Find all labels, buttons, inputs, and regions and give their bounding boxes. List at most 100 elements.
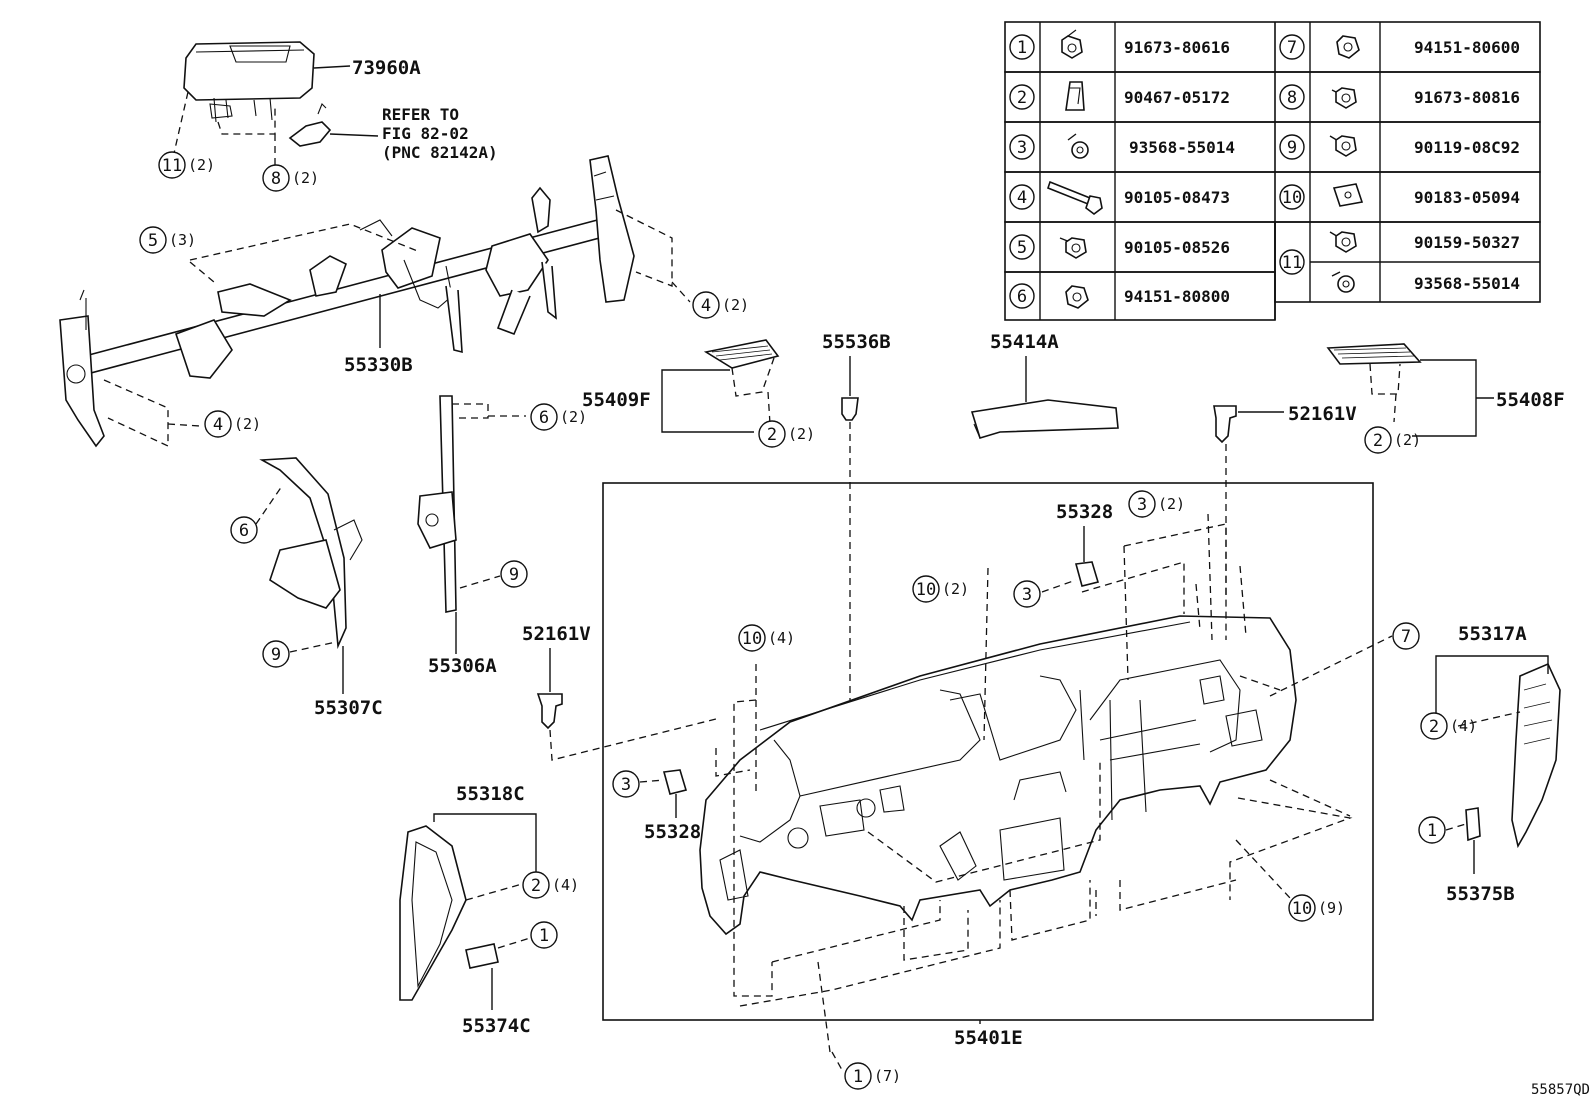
long-bolt-icon: [1047, 180, 1103, 215]
part-label-52161V-left: 52161V: [522, 623, 591, 645]
table-part-number: 91673-80816: [1414, 88, 1520, 107]
callout: 1(7): [844, 1062, 901, 1090]
callout: 1: [530, 921, 558, 949]
svg-text:(4): (4): [552, 876, 579, 894]
table-part-number: 94151-80800: [1124, 287, 1230, 306]
callout: 3: [1013, 580, 1041, 608]
table-row-number: 7: [1287, 38, 1297, 58]
leader-line: [289, 641, 337, 653]
part-label-55409F: 55409F: [582, 389, 651, 411]
svg-text:(2): (2): [1158, 495, 1185, 513]
leader-line: [189, 261, 215, 283]
table-row: 1 91673-80616: [1009, 29, 1230, 60]
svg-text:2: 2: [1373, 431, 1383, 451]
part-label-55306A: 55306A: [428, 655, 497, 677]
flange-bolt-icon: [1331, 87, 1357, 109]
callout: 2(2): [758, 420, 815, 448]
flange-bolt-icon: [1059, 237, 1087, 259]
leader-line: [189, 223, 421, 261]
callout: 7: [1392, 622, 1420, 650]
svg-text:(2): (2): [722, 296, 749, 314]
table-row: 8 91673-80816: [1279, 84, 1520, 110]
table-part-number: 90183-05094: [1414, 188, 1520, 207]
clip-nut-icon: [1332, 183, 1364, 207]
part-label-55330B: 55330B: [344, 354, 413, 376]
svg-text:10: 10: [916, 580, 936, 600]
leader-bracket: [661, 369, 754, 433]
callout: 9: [262, 640, 290, 668]
part-label-52161V-right: 52161V: [1288, 403, 1357, 425]
table-row-number: 2: [1017, 88, 1027, 108]
svg-text:9: 9: [271, 645, 281, 665]
svg-text:9: 9: [509, 565, 519, 585]
part-label-55375B: 55375B: [1446, 883, 1515, 905]
callout: 3 (2): [1128, 490, 1185, 518]
table-part-number: 91673-80616: [1124, 38, 1230, 57]
svg-text:1: 1: [539, 926, 549, 946]
leader-line: [167, 423, 201, 427]
callout: 10 (2): [912, 575, 969, 603]
defroster-vent-55408F: [1326, 343, 1422, 423]
svg-text:4: 4: [213, 415, 223, 435]
screw-icon: [1331, 271, 1355, 293]
svg-text:10: 10: [742, 629, 762, 649]
table-row: 3 93568-55014: [1009, 133, 1235, 160]
svg-text:11: 11: [162, 156, 182, 176]
table-part-number: 94151-80600: [1414, 38, 1520, 57]
svg-text:7: 7: [1401, 627, 1411, 647]
table-part-number: 90467-05172: [1124, 88, 1230, 107]
leader-line: [255, 485, 283, 525]
table-part-number: 90159-50327: [1414, 233, 1520, 252]
part-label-55536B: 55536B: [822, 331, 891, 353]
fastener-table: 1 91673-80616 2 90467-05172 3 93568-5501…: [1004, 21, 1541, 321]
leader-bracket: [433, 813, 537, 872]
side-panel-55318C: [399, 825, 523, 1001]
part-label-73960A: 73960A: [352, 57, 421, 79]
table-row: 4 90105-08473: [1009, 180, 1230, 215]
callout: 5(3): [139, 226, 196, 254]
table-part-number: 90119-08C92: [1414, 138, 1520, 157]
table-row-number: 9: [1287, 138, 1297, 158]
callout: 10(4): [738, 624, 795, 652]
callout: 11(2): [158, 151, 215, 179]
svg-text:(2): (2): [942, 580, 969, 598]
callout: 3: [612, 770, 640, 798]
svg-text:(2): (2): [292, 169, 319, 187]
clip-52161V-left: 52161V: [522, 623, 721, 761]
leader-line: [615, 209, 673, 287]
svg-text:10: 10: [1292, 899, 1312, 919]
svg-text:6: 6: [239, 521, 249, 541]
leader-line: [1081, 561, 1185, 614]
svg-text:1: 1: [1427, 821, 1437, 841]
table-row: 10 90183-05094: [1279, 183, 1520, 210]
callout: 2(2): [1364, 426, 1421, 454]
panel-leader-lines: [715, 513, 1393, 1053]
callout: 6: [230, 516, 258, 544]
table-row: 2 90467-05172: [1009, 81, 1230, 111]
part-label-55328-left: 55328: [644, 821, 701, 843]
table-row-number: 11: [1282, 253, 1302, 273]
leader-line: [103, 379, 169, 448]
table-row: 7 94151-80600: [1279, 34, 1520, 60]
brace-55307C: 55307C: [259, 457, 383, 719]
callouts: 11(2) 8(2) 5(3) 4(2) 4(2) 6(2) 2(2) 2(2)…: [139, 151, 1477, 1090]
nut-icon: [1336, 35, 1360, 59]
leader-line: [459, 575, 501, 589]
table-row-number: 1: [1017, 38, 1027, 58]
svg-text:5: 5: [148, 231, 158, 251]
table-row-number: 4: [1017, 188, 1027, 208]
svg-text:6: 6: [539, 408, 549, 428]
nut-icon: [1065, 285, 1089, 309]
callout: 10(9): [1288, 894, 1345, 922]
table-row: 9 90119-08C92: [1279, 134, 1520, 160]
table-row: 6 94151-80800: [1009, 283, 1230, 309]
callout: 1: [1418, 816, 1446, 844]
part-label-55317A: 55317A: [1458, 623, 1527, 645]
leader-line: [452, 403, 489, 419]
side-panel-55317A: [1457, 662, 1561, 849]
leader-line: [831, 1051, 843, 1071]
part-label-55318C: 55318C: [456, 783, 525, 805]
svg-text:(7): (7): [874, 1067, 901, 1085]
svg-text:3: 3: [1137, 495, 1147, 515]
svg-text:3: 3: [621, 775, 631, 795]
